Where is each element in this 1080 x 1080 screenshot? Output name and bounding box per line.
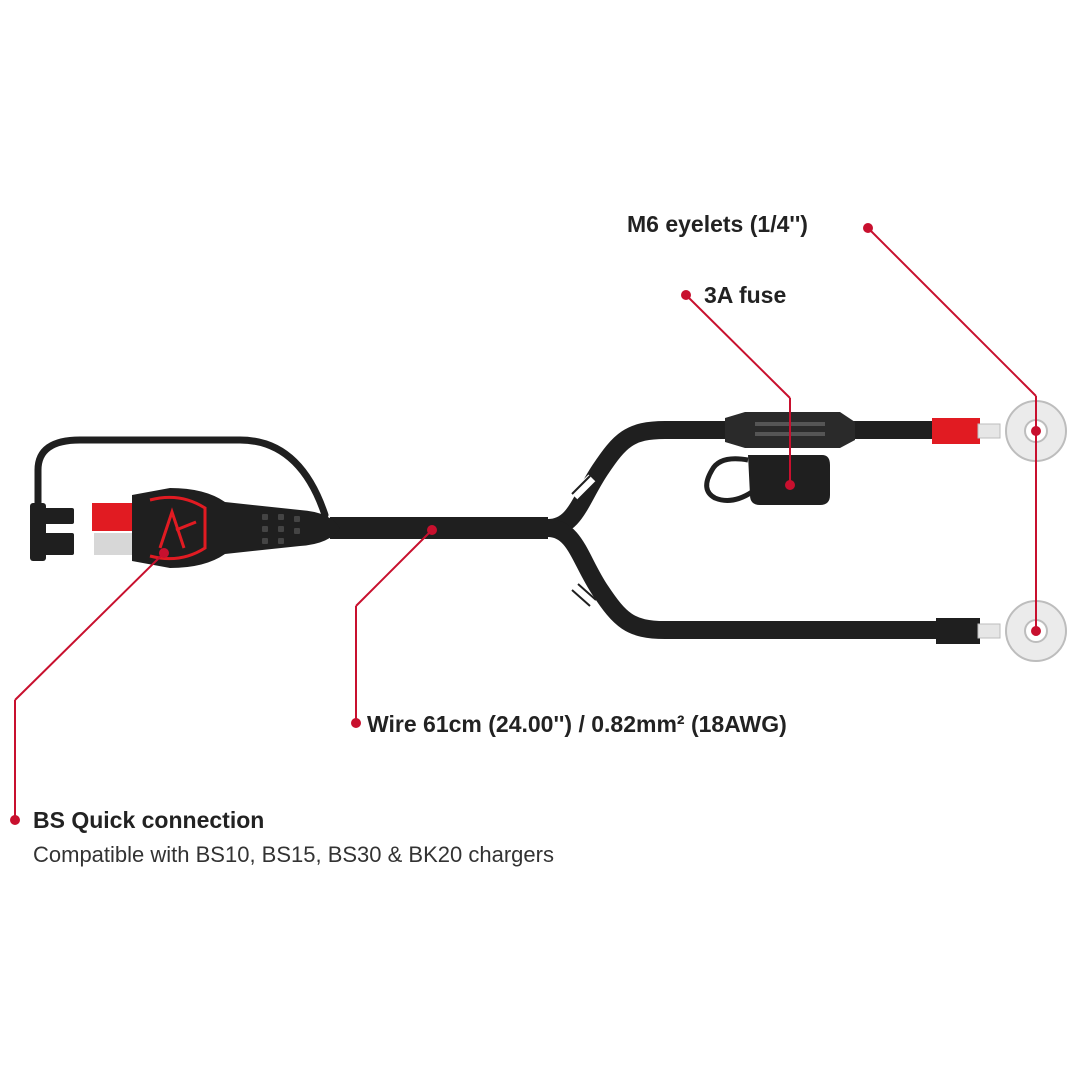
fuse-holder: [704, 412, 855, 505]
upper-ring-terminal: [932, 400, 1067, 462]
connector-cap: [30, 503, 74, 561]
lower-break-mark: [570, 583, 597, 608]
red-pin: [92, 503, 136, 531]
upper-break-mark: [570, 474, 597, 501]
wire-label: Wire 61cm (24.00'') / 0.82mm² (18AWG): [367, 711, 787, 737]
grey-pin: [94, 533, 134, 555]
brand-emblem-icon: [149, 495, 207, 561]
tether-cable: [34, 436, 329, 519]
lower-ring-terminal: [936, 600, 1067, 662]
callout-wire: [351, 525, 437, 728]
upper-branch-cable: [547, 421, 940, 537]
callout-eyelets: [863, 223, 1041, 636]
lower-branch-cable: [546, 519, 940, 639]
bs-connection-subtitle: Compatible with BS10, BS15, BS30 & BK20 …: [33, 842, 554, 867]
fuse-label: 3A fuse: [704, 282, 787, 308]
callout-bs: [10, 548, 169, 825]
eyelets-label: M6 eyelets (1/4''): [627, 211, 808, 237]
connector-grip: [262, 514, 300, 544]
bs-connection-title: BS Quick connection: [33, 807, 265, 833]
callout-fuse: [681, 290, 795, 490]
